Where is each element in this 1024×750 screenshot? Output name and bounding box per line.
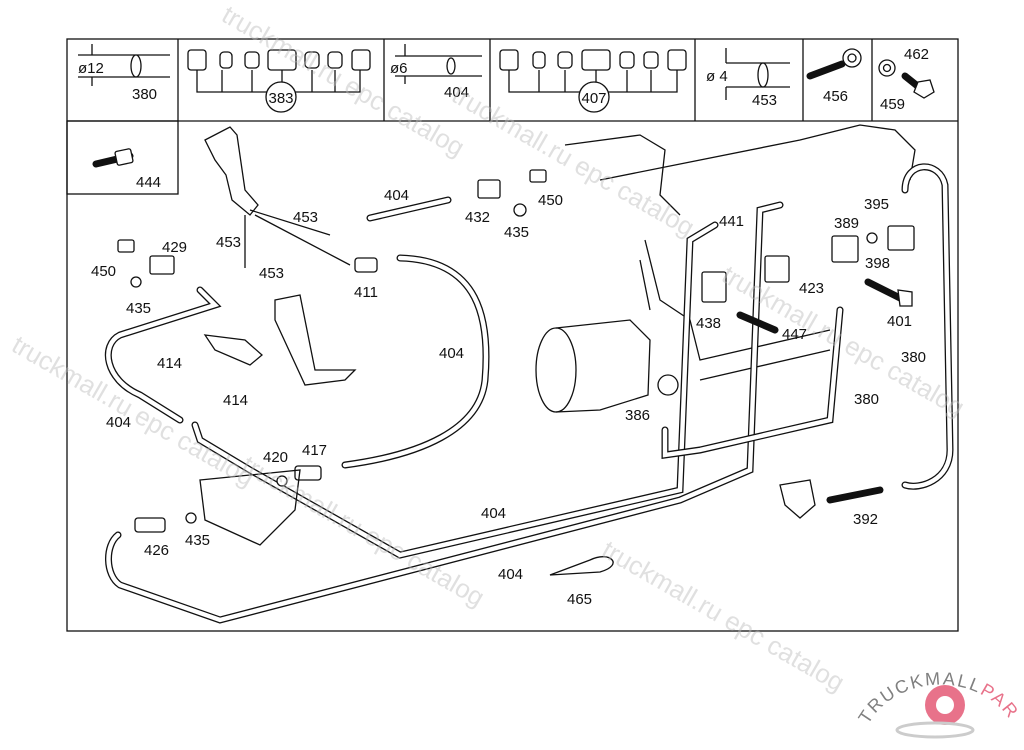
label-426[interactable]: 426 <box>144 542 169 559</box>
label-453[interactable]: 453 <box>259 265 284 282</box>
logo-text: TRUCKMALL <box>854 668 985 727</box>
tube-end-icon <box>130 54 142 78</box>
label-414[interactable]: 414 <box>223 392 248 409</box>
label-386[interactable]: 386 <box>625 407 650 424</box>
cell-380[interactable]: ø12 380 <box>78 44 170 103</box>
cable-tie <box>549 556 614 576</box>
label-435[interactable]: 435 <box>126 300 151 317</box>
diagram-frame <box>66 38 959 632</box>
label-441[interactable]: 441 <box>719 213 744 230</box>
label-380[interactable]: 380 <box>901 349 926 366</box>
tube-end-icon <box>757 62 769 88</box>
part-number: 462 <box>904 46 929 63</box>
part-number: 404 <box>444 84 469 101</box>
label-395[interactable]: 395 <box>864 196 889 213</box>
label-404[interactable]: 404 <box>481 505 506 522</box>
gear-icon <box>895 685 975 739</box>
label-453[interactable]: 453 <box>216 234 241 251</box>
cell-453[interactable]: ø 4 453 <box>706 48 790 109</box>
diameter-label: ø 4 <box>706 68 728 85</box>
label-404[interactable]: 404 <box>384 187 409 204</box>
label-435[interactable]: 435 <box>504 224 529 241</box>
shift-lever <box>203 126 357 386</box>
starter-motor <box>535 319 651 413</box>
label-438[interactable]: 438 <box>696 315 721 332</box>
part-number: 380 <box>132 86 157 103</box>
cell-456[interactable]: 456 <box>806 48 862 105</box>
part-labels: 453 453 453 404 432 435 450 411 429 450 … <box>91 187 926 608</box>
tube-end-icon <box>446 57 456 75</box>
header-grid <box>66 39 958 195</box>
part-number: 407 <box>581 90 606 107</box>
label-380[interactable]: 380 <box>854 391 879 408</box>
watermark-text: truckmall.ru epc catalog <box>597 534 850 697</box>
label-420[interactable]: 420 <box>263 449 288 466</box>
part-number: 453 <box>752 92 777 109</box>
label-389[interactable]: 389 <box>834 215 859 232</box>
part-number: 459 <box>880 96 905 113</box>
cell-407[interactable]: 407 <box>499 49 687 113</box>
watermark-text: truckmall.ru epc catalog <box>7 329 260 492</box>
diameter-label: ø6 <box>390 60 408 77</box>
cell-404[interactable]: ø6 404 <box>390 44 482 101</box>
cell-383[interactable]: 383 <box>187 49 371 113</box>
label-450[interactable]: 450 <box>538 192 563 209</box>
label-453[interactable]: 453 <box>293 209 318 226</box>
label-404[interactable]: 404 <box>498 566 523 583</box>
label-465[interactable]: 465 <box>567 591 592 608</box>
transmission-housing <box>564 124 916 381</box>
label-398[interactable]: 398 <box>865 255 890 272</box>
label-414[interactable]: 414 <box>157 355 182 372</box>
diameter-label: ø12 <box>78 60 104 77</box>
label-404[interactable]: 404 <box>439 345 464 362</box>
label-411[interactable]: 411 <box>354 284 378 301</box>
label-435[interactable]: 435 <box>185 532 210 549</box>
label-447[interactable]: 447 <box>782 326 807 343</box>
fittings-icon <box>499 49 687 71</box>
bracket <box>199 469 301 546</box>
label-432[interactable]: 432 <box>465 209 490 226</box>
label-392[interactable]: 392 <box>853 511 878 528</box>
hose-lines <box>104 163 954 624</box>
part-number: 456 <box>823 88 848 105</box>
fittings <box>117 169 915 576</box>
part-number: 444 <box>136 174 161 191</box>
watermark-text: truckmall.ru epc catalog <box>217 0 470 162</box>
label-450[interactable]: 450 <box>91 263 116 280</box>
label-404[interactable]: 404 <box>106 414 131 431</box>
cell-459-462[interactable]: 462 459 <box>878 46 935 113</box>
label-429[interactable]: 429 <box>162 239 187 256</box>
label-401[interactable]: 401 <box>887 313 912 330</box>
part-number: 383 <box>268 90 293 107</box>
fittings-icon <box>187 49 371 71</box>
label-423[interactable]: 423 <box>799 280 824 297</box>
cell-444[interactable]: 444 <box>92 148 161 191</box>
label-417[interactable]: 417 <box>302 442 327 459</box>
